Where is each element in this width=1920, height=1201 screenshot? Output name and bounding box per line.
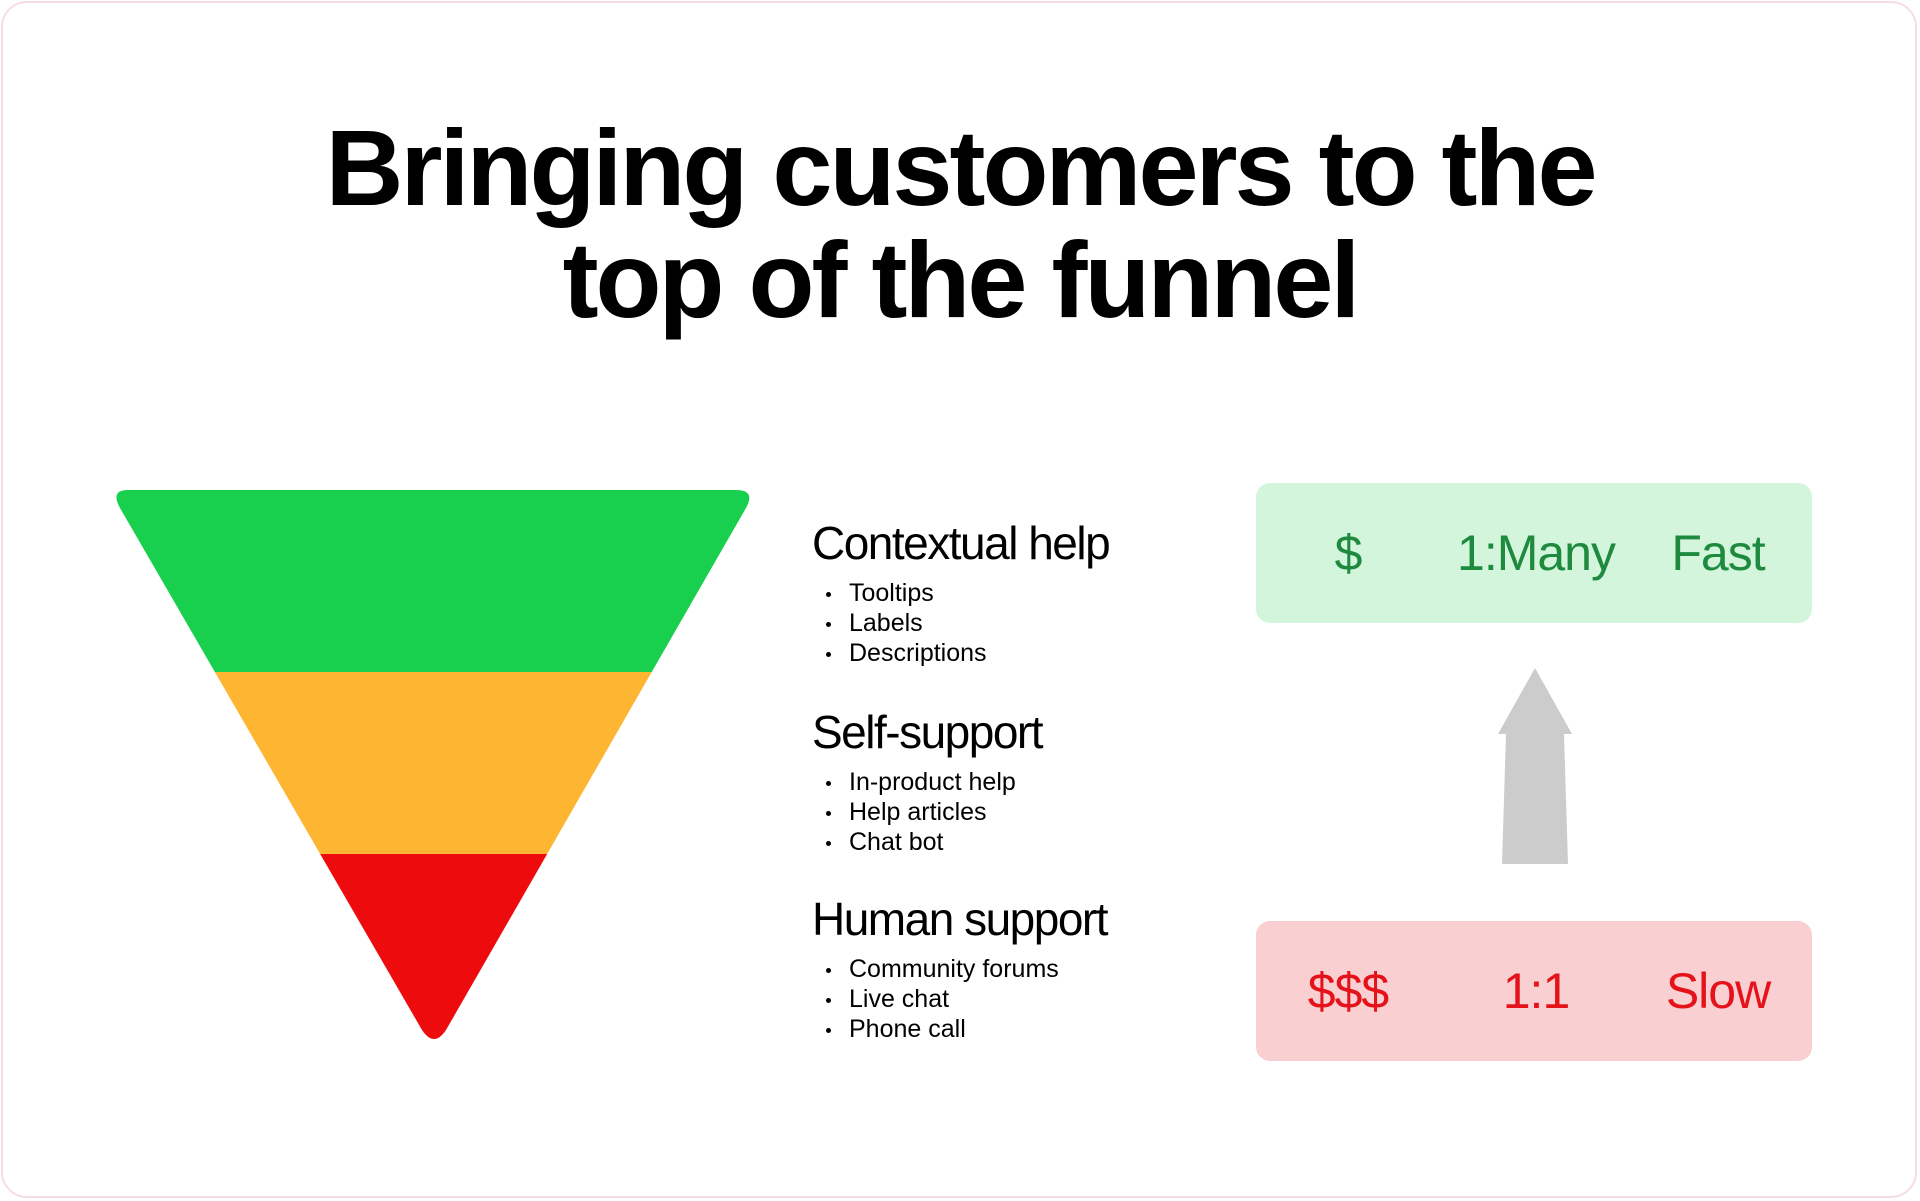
section-heading: Human support (812, 893, 1109, 945)
title-line-1: Bringing customers to the (325, 107, 1597, 228)
list-item: Chat bot (812, 827, 1232, 857)
list-item: Live chat (812, 984, 1232, 1014)
section-list: Community forums Live chat Phone call (812, 954, 1232, 1044)
funnel-diagram (116, 490, 750, 1039)
list-item: Tooltips (812, 578, 1232, 608)
list-item: Labels (812, 608, 1232, 638)
funnel-tier-middle (116, 672, 750, 854)
top-badge-box: $ 1:Many Fast (1256, 483, 1812, 623)
section-list: Tooltips Labels Descriptions (812, 578, 1232, 668)
ratio-label: 1:1 (1502, 963, 1571, 1019)
speed-label: Fast (1671, 525, 1765, 581)
list-item: In-product help (812, 767, 1232, 797)
list-item: Help articles (812, 797, 1232, 827)
list-item: Descriptions (812, 638, 1232, 668)
ratio-label: 1:Many (1457, 525, 1616, 581)
section-heading: Contextual help (812, 517, 1111, 569)
section-contextual-help: Contextual help Tooltips Labels Descript… (812, 516, 1232, 668)
speed-label: Slow (1665, 963, 1771, 1019)
bottom-badge-box: $$$ 1:1 Slow (1256, 921, 1812, 1061)
funnel-tier-bottom (116, 854, 750, 1039)
list-item: Community forums (812, 954, 1232, 984)
list-item: Phone call (812, 1014, 1232, 1044)
section-self-support: Self-support In-product help Help articl… (812, 705, 1232, 857)
section-list: In-product help Help articles Chat bot (812, 767, 1232, 857)
cost-label: $ (1334, 525, 1363, 581)
arrow-up-icon (1498, 668, 1572, 864)
section-heading: Self-support (812, 706, 1044, 758)
title-line-2: top of the funnel (562, 219, 1361, 340)
page-title: Bringing customers to the top of the fun… (0, 112, 1920, 336)
funnel-tier-top (116, 490, 750, 672)
cost-label: $$$ (1307, 963, 1389, 1019)
section-human-support: Human support Community forums Live chat… (812, 892, 1232, 1044)
